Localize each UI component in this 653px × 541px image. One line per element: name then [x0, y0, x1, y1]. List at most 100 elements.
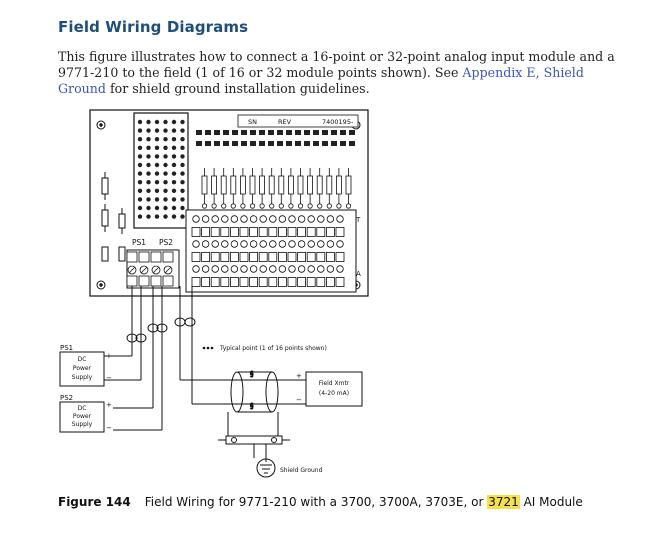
connector-pin: [137, 119, 143, 125]
board-pad: [250, 141, 256, 146]
connector-pin: [163, 137, 168, 142]
terminal-screw: [307, 265, 315, 273]
left-components: [101, 172, 126, 262]
terminal-screw: [317, 215, 325, 223]
terminal-cell: [229, 227, 239, 237]
power-terminal-cell: [150, 275, 162, 287]
terminal-screw: [278, 240, 287, 248]
resistor-body: [287, 175, 294, 195]
board-pad: [241, 141, 247, 146]
terminal-screw: [307, 240, 315, 248]
via-hole: [317, 203, 323, 209]
board-pad: [223, 141, 229, 146]
terminal-cell: [335, 227, 345, 237]
connector-pin: [180, 188, 185, 193]
connector-pin: [171, 205, 177, 211]
connector-pin: [171, 128, 177, 133]
terminal-screw: [211, 215, 219, 223]
board-pad: [322, 141, 328, 146]
board-ps2-label: PS2: [159, 238, 173, 247]
via-hole: [249, 203, 256, 209]
section-heading: Field Wiring Diagrams: [58, 18, 249, 36]
via-hole: [336, 203, 342, 209]
board-pad: [259, 130, 265, 135]
terminal-cell: [210, 277, 220, 287]
appendix-e-link[interactable]: Appendix E, Shield Ground: [58, 65, 584, 96]
via-hole: [259, 203, 265, 209]
terminal-screw: [297, 215, 306, 223]
power-terminal-block: [126, 249, 180, 289]
resistor-body: [239, 175, 246, 195]
terminal-cell: [191, 227, 201, 237]
terminal-screw: [336, 265, 344, 273]
connector-pin: [163, 145, 168, 150]
terminal-screw: [221, 240, 229, 248]
terminal-cell: [277, 252, 287, 262]
terminal-cell: [220, 252, 230, 262]
connector-pin: [180, 214, 185, 219]
terminal-screw: [317, 240, 325, 248]
board-pad: [196, 130, 202, 135]
via-hole: [269, 203, 275, 209]
connector-pin: [171, 171, 177, 176]
board-pad: [277, 130, 283, 135]
terminal-screw: [259, 240, 267, 248]
resistor-body: [278, 175, 285, 195]
connector-pin: [154, 171, 160, 176]
connector-pin: [180, 154, 185, 159]
terminal-screw: [240, 240, 248, 248]
board-pad: [331, 141, 337, 146]
connector-pin: [180, 137, 185, 142]
connector-pin: [180, 180, 185, 185]
terminal-screw: [326, 265, 335, 273]
terminal-screw: [230, 240, 239, 248]
terminal-screw: [278, 215, 287, 223]
connector-pin: [146, 180, 151, 185]
connector-pin: [180, 145, 185, 150]
terminal-cell: [239, 252, 249, 262]
terminal-cell: [306, 227, 316, 237]
terminal-screw: [230, 215, 239, 223]
connector-pin: [146, 205, 151, 211]
typical-point-note: Typical point (1 of 16 points shown): [202, 345, 327, 352]
resistor-body: [201, 175, 208, 195]
connector-pin: [163, 128, 168, 133]
figure-number: Figure 144: [58, 495, 131, 509]
terminal-cell: [306, 277, 316, 287]
twisted-pair-markers: [126, 317, 196, 343]
via-hole: [211, 203, 217, 209]
connector-pin: [163, 119, 168, 125]
connector-pin: [146, 128, 151, 133]
via-hole: [240, 203, 246, 209]
field-transmitter: Field Xmtr (4-20 mA) + −: [296, 371, 363, 407]
terminal-screw: [201, 240, 210, 248]
terminal-screw: [288, 240, 296, 248]
board-pad: [214, 141, 220, 146]
power-terminal-cell: [138, 251, 150, 263]
module-connector: [133, 112, 189, 229]
connector-pin: [146, 154, 151, 159]
board-pad: [286, 130, 292, 135]
terminal-screw: [288, 265, 296, 273]
terminal-screw: [240, 265, 248, 273]
board-pad: [286, 141, 292, 146]
shielded-cable: § §: [230, 370, 279, 413]
terminal-screw: [201, 265, 210, 273]
connector-pin: [171, 188, 177, 193]
terminal-screw: [326, 215, 335, 223]
power-terminal-cell: [126, 251, 138, 263]
terminal-cell: [191, 252, 201, 262]
svg-text:§: §: [250, 370, 254, 378]
board-rev-text: REV: [278, 118, 292, 126]
via-hole: [221, 203, 227, 209]
power-terminal-cell: [162, 251, 174, 263]
ps1-text-line3: Supply: [72, 374, 93, 381]
connector-pin: [163, 205, 168, 211]
connector-pin: [171, 162, 177, 168]
board-ps1-label: PS1: [132, 238, 146, 247]
terminal-screw: [317, 265, 325, 273]
terminal-cell: [249, 277, 259, 287]
terminal-cell: [287, 227, 297, 237]
connector-pin: [137, 128, 143, 133]
